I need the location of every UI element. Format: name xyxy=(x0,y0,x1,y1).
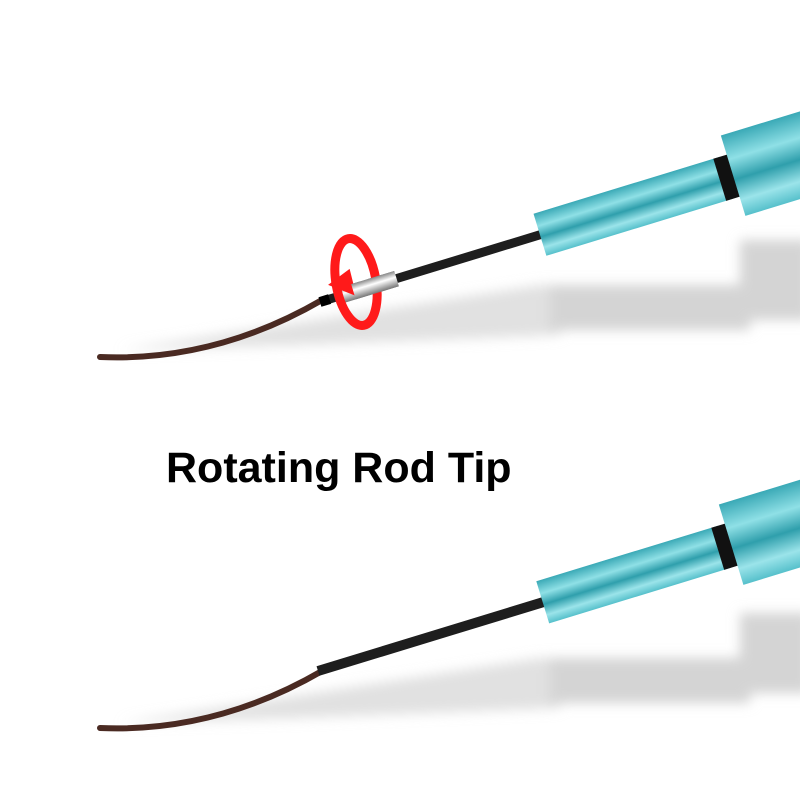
bottom-rod-shadow xyxy=(120,613,800,723)
top-rod xyxy=(97,77,800,361)
bottom-rod xyxy=(97,446,800,732)
bottom-rod-teal-section xyxy=(536,525,731,624)
caption-title: Rotating Rod Tip xyxy=(166,444,512,492)
top-rod-teal-section xyxy=(533,156,733,256)
bottom-rod-black-section xyxy=(316,596,549,676)
bottom-rod-black-ring xyxy=(711,523,740,570)
top-rod-black-ring xyxy=(713,154,742,201)
bottom-rod-handle xyxy=(718,446,800,585)
top-rod-tip xyxy=(97,297,325,361)
bottom-rod-tip xyxy=(97,668,325,732)
top-rod-shadow xyxy=(120,240,800,350)
top-rod-handle xyxy=(720,77,800,216)
